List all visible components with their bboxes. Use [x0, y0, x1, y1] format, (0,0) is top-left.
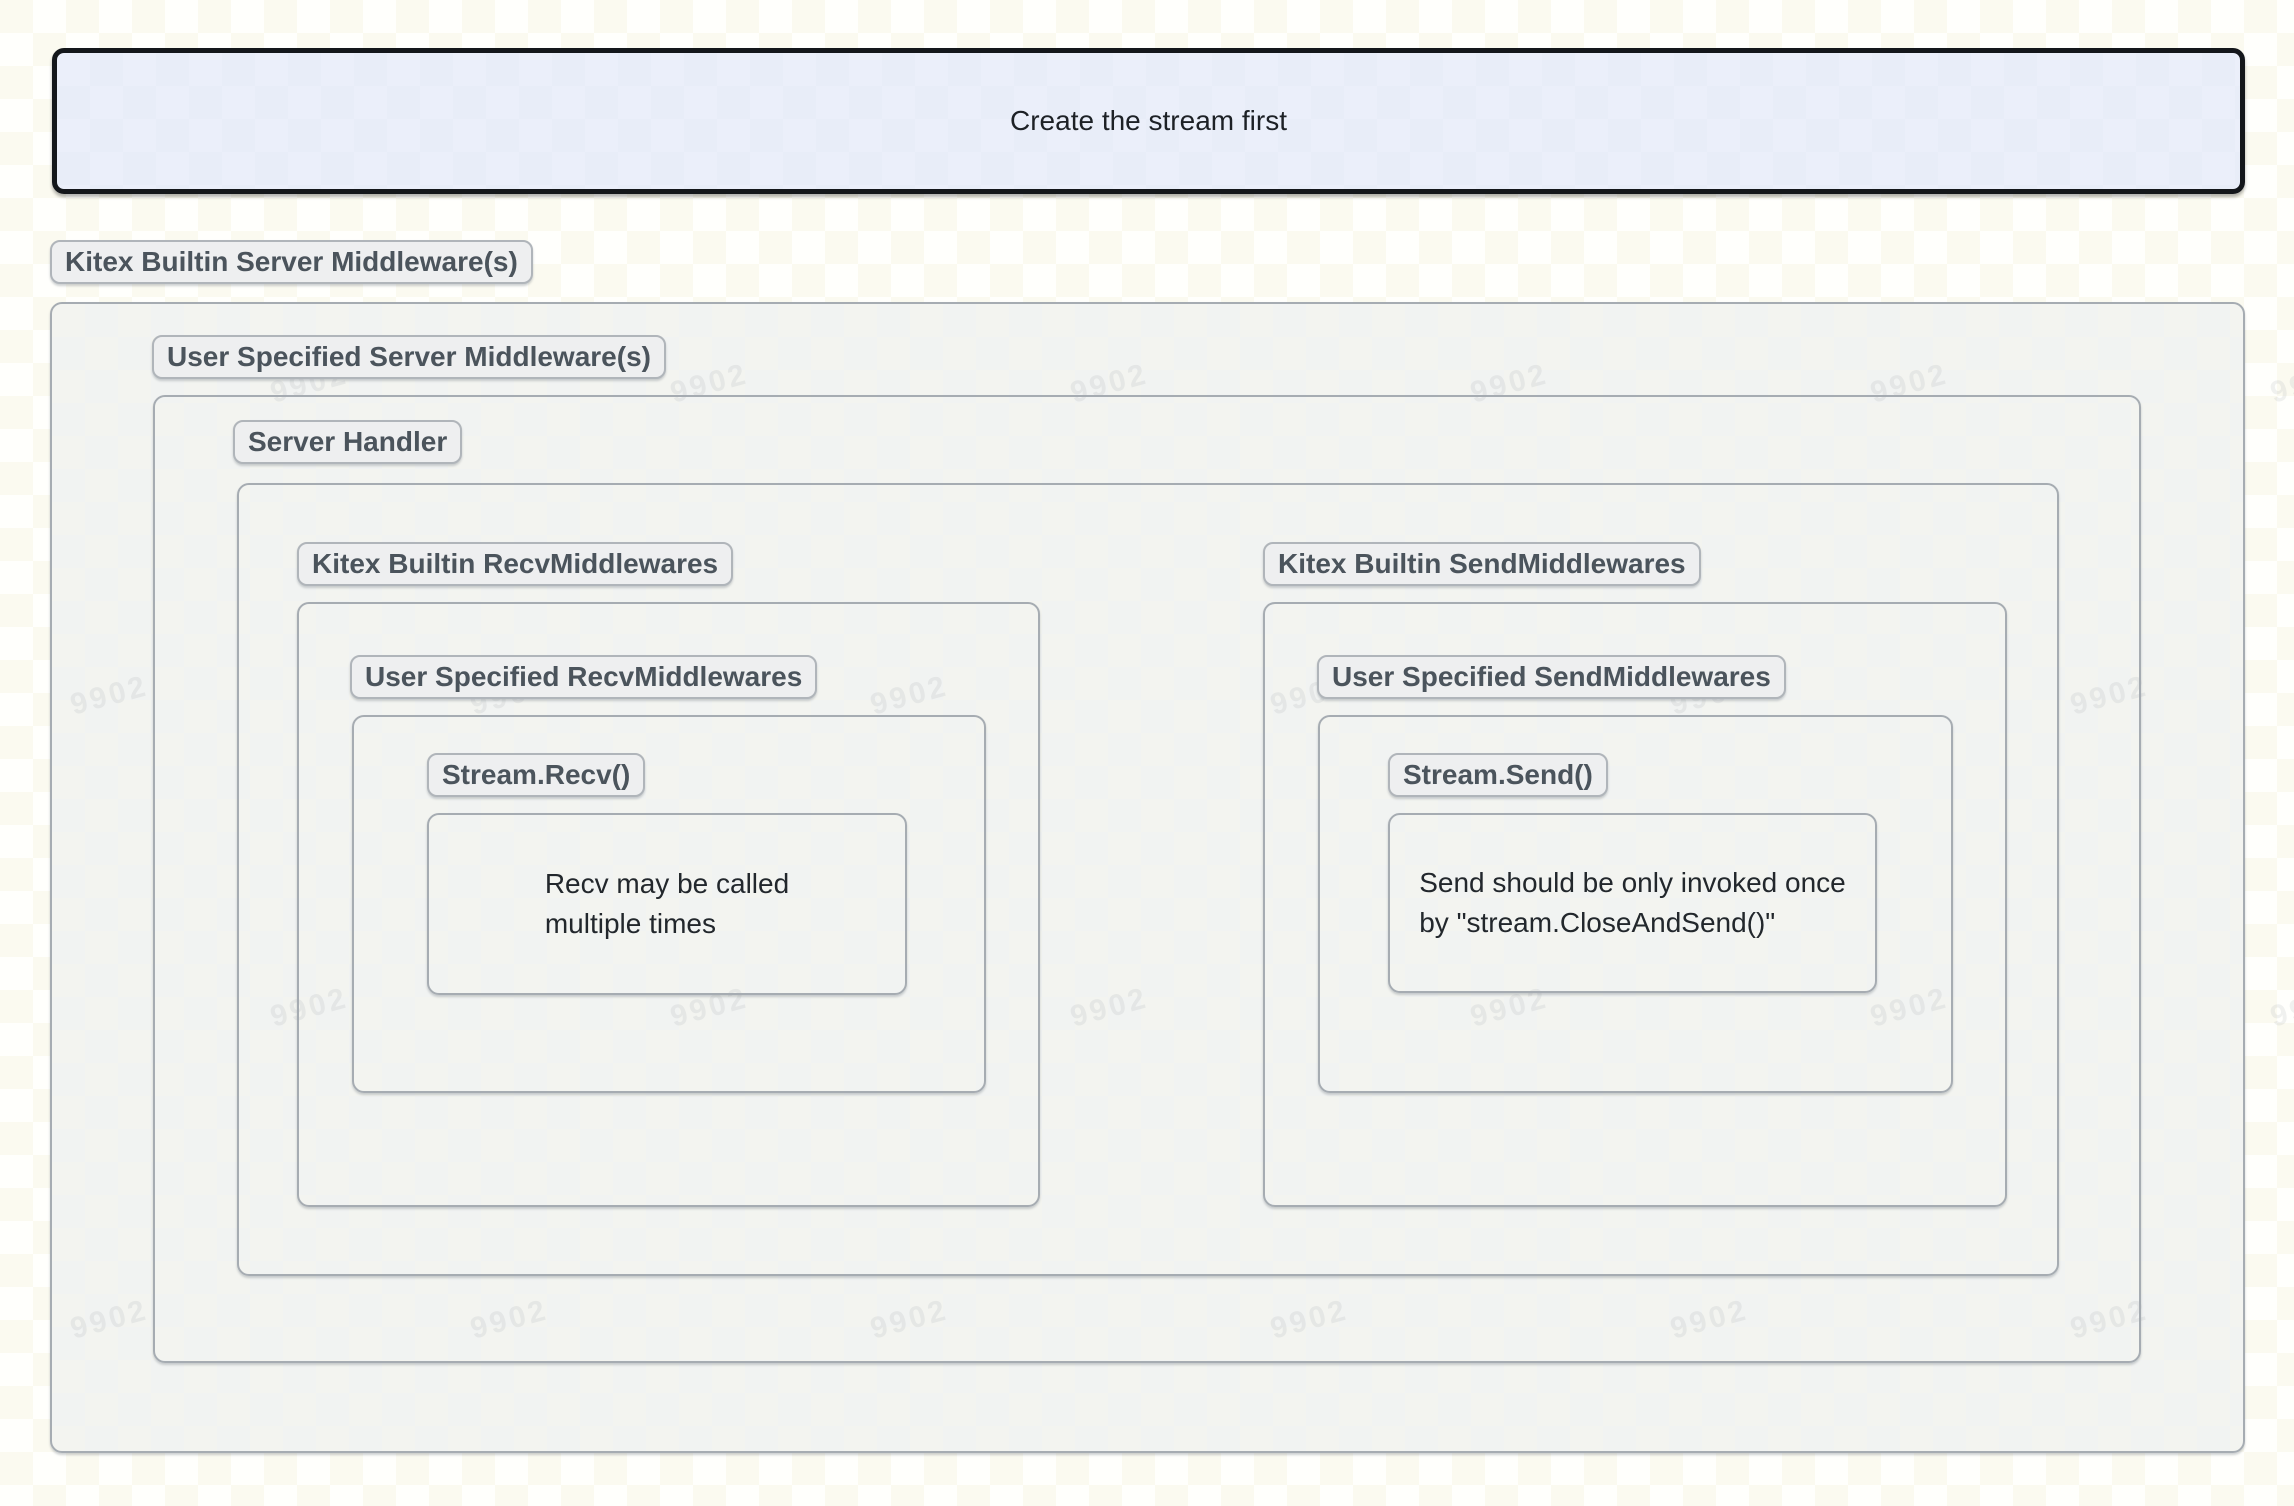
badge-user-specified-send-middlewares: User Specified SendMiddlewares: [1317, 655, 1786, 699]
badge-stream-recv: Stream.Recv(): [427, 753, 646, 797]
badge-kitex-builtin-send-middlewares: Kitex Builtin SendMiddlewares: [1263, 542, 1701, 586]
recv-note-line-1: Recv may be called: [544, 868, 790, 899]
recv-note-line-2: multiple times: [544, 908, 716, 939]
box-user-specified-send-middlewares: [1318, 715, 1953, 1093]
note-stream-recv: Recv may be called multiple times: [427, 813, 907, 995]
badge-kitex-builtin-server-middlewares: Kitex Builtin Server Middleware(s): [50, 240, 533, 284]
watermark-text: 9902: [2266, 981, 2294, 1034]
badge-stream-send: Stream.Send(): [1388, 753, 1608, 797]
send-note-line-1: Send should be only invoked once: [1419, 867, 1846, 898]
box-user-specified-recv-middlewares: [352, 715, 986, 1093]
send-note-line-2: by "stream.CloseAndSend()": [1419, 907, 1776, 938]
badge-kitex-builtin-recv-middlewares: Kitex Builtin RecvMiddlewares: [297, 542, 734, 586]
watermark-text: 9902: [2266, 357, 2294, 410]
create-stream-banner-label: Create the stream first: [1010, 105, 1287, 136]
create-stream-banner: Create the stream first: [52, 48, 2245, 194]
box-kitex-builtin-send-middlewares: [1263, 602, 2007, 1207]
badge-server-handler: Server Handler: [233, 420, 463, 464]
box-kitex-builtin-server-middlewares: [50, 302, 2245, 1453]
box-server-handler: [237, 483, 2059, 1276]
note-stream-send: Send should be only invoked once by "str…: [1388, 813, 1877, 993]
box-kitex-builtin-recv-middlewares: [297, 602, 1040, 1207]
badge-user-specified-server-middlewares: User Specified Server Middleware(s): [152, 335, 666, 379]
badge-user-specified-recv-middlewares: User Specified RecvMiddlewares: [350, 655, 818, 699]
box-user-specified-server-middlewares: [153, 395, 2141, 1363]
